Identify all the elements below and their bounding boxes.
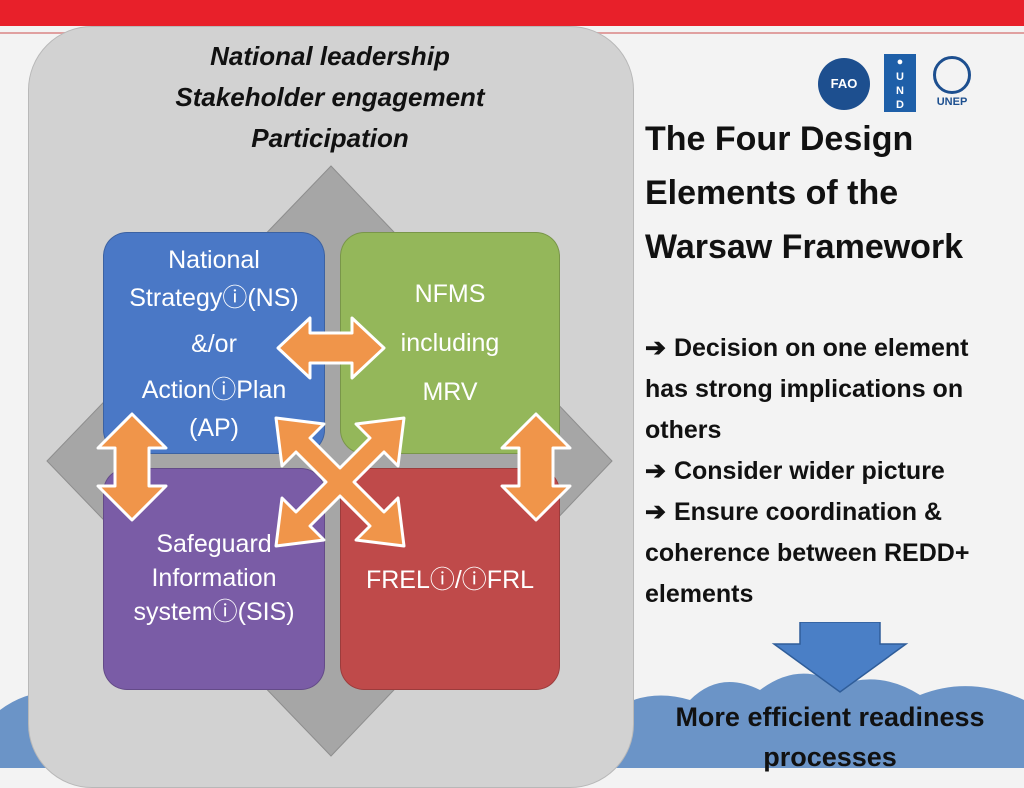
quadrant-line: ActionⓘPlan [141, 376, 287, 404]
quadrant-line: &/or [191, 330, 237, 358]
quadrant-line: NFMS [414, 280, 486, 308]
conclusion-text: More efficient readiness processes [675, 702, 985, 772]
header-line-participation: Participation [251, 123, 409, 153]
bullet-item: ➔Consider wider picture [645, 451, 1015, 492]
bullet-text: Decision on one element has strong impli… [645, 334, 969, 444]
unep-logo-text: UNEP [936, 96, 968, 108]
bullet-item: ➔Ensure coordination & coherence between… [645, 492, 1015, 615]
quadrant-nfms: NFMS including MRV [340, 232, 560, 454]
top-red-bar [0, 0, 1024, 26]
quadrant-line: FRELⓘ/ⓘFRL [365, 566, 535, 594]
down-arrow-icon [771, 622, 909, 693]
right-arrow-icon: ➔ [645, 498, 666, 526]
slide-title: The Four Design Elements of the Warsaw F… [645, 120, 964, 266]
implication-bullets: ➔Decision on one element has strong impl… [645, 328, 1015, 615]
right-arrow-icon: ➔ [645, 334, 666, 362]
quadrant-national-strategy: National Strategyⓘ(NS) &/or ActionⓘPlan … [103, 232, 325, 454]
fao-logo-text: FAO [830, 76, 858, 91]
undp-globe-icon: ● [896, 56, 904, 68]
bullet-text: Ensure coordination & coherence between … [645, 498, 970, 608]
quadrant-safeguard-information-system: Safeguard Information systemⓘ(SIS) [103, 468, 325, 690]
quadrant-line: Strategyⓘ(NS) [129, 284, 299, 312]
fao-logo-icon: FAO [818, 58, 870, 110]
right-arrow-icon: ➔ [645, 457, 666, 485]
header-line-national-leadership: National leadership [210, 41, 450, 71]
undp-letter: D [896, 99, 904, 111]
quadrant-line: systemⓘ(SIS) [133, 598, 295, 626]
quadrant-line: including [400, 329, 500, 357]
partner-logos: FAO ● U N D UNEP [818, 54, 978, 116]
quadrant-line: (AP) [189, 414, 239, 442]
quadrant-line: MRV [422, 378, 478, 406]
undp-letter: U [896, 71, 904, 83]
undp-logo-icon: ● U N D [884, 54, 916, 112]
quadrant-frel-frl: FRELⓘ/ⓘFRL [340, 468, 560, 690]
bullet-text: Consider wider picture [673, 457, 945, 485]
header-line-stakeholder-engagement: Stakeholder engagement [175, 82, 485, 112]
unep-logo-icon: UNEP [930, 56, 974, 112]
quadrant-line: Safeguard [156, 530, 272, 558]
undp-letter: N [896, 85, 904, 97]
quadrant-line: Information [151, 564, 277, 592]
unep-emblem-icon [933, 56, 971, 94]
quadrant-line: National [168, 246, 260, 274]
bullet-item: ➔Decision on one element has strong impl… [645, 328, 1015, 451]
leadership-header: National leadership Stakeholder engageme… [100, 36, 560, 159]
